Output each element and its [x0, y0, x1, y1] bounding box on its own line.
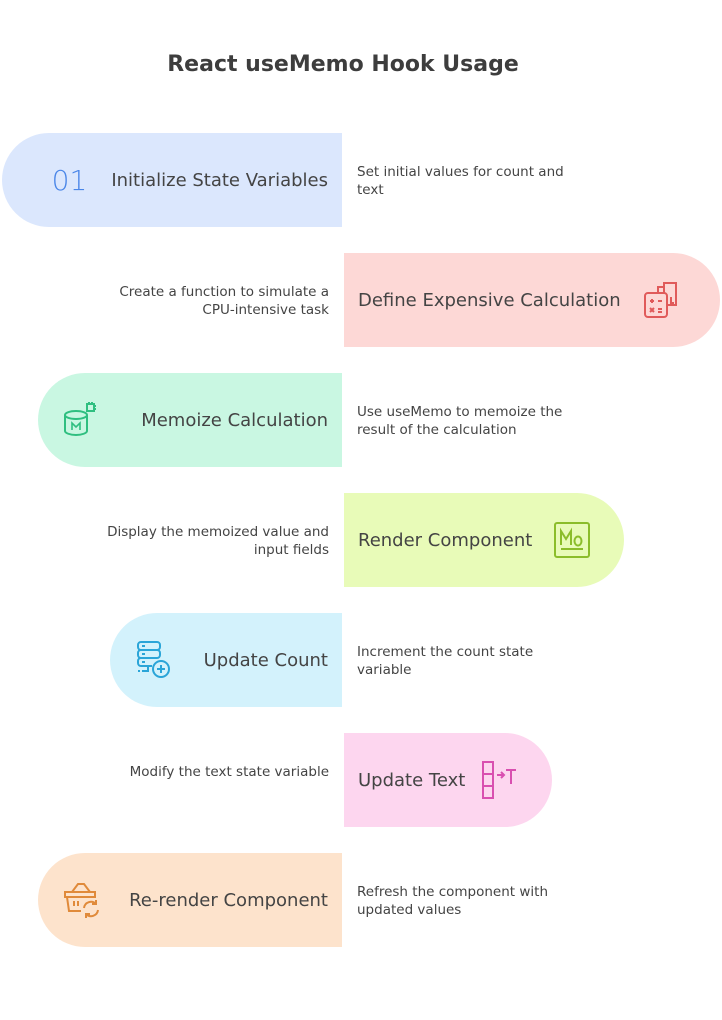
database-add-icon [134, 640, 174, 680]
step-label: Memoize Calculation [141, 409, 328, 431]
step-update-text: Update Text [344, 733, 552, 827]
memory-chip-icon [60, 400, 100, 440]
step-description: Display the memoized value and input fie… [107, 524, 329, 558]
step-label: Update Text [358, 769, 466, 791]
step-description: Refresh the component with updated value… [357, 884, 549, 918]
memo-display-icon [552, 520, 592, 560]
step-description: Create a function to simulate a CPU-inte… [119, 284, 329, 318]
step-label: Re-render Component [129, 889, 328, 911]
diagram-title: React useMemo Hook Usage [167, 52, 519, 77]
step-label: Define Expensive Calculation [358, 289, 621, 311]
basket-refresh-icon [62, 880, 102, 920]
step-initialize-state: 01 Initialize State Variables [2, 133, 342, 227]
step-label: Update Count [203, 649, 328, 671]
step-memoize-calculation: Memoize Calculation [38, 373, 342, 467]
step-description: Use useMemo to memoize the result of the… [357, 404, 563, 438]
step-render-component: Render Component [344, 493, 624, 587]
step-rerender-component: Re-render Component [38, 853, 342, 947]
step-description: Increment the count state variable [357, 644, 534, 678]
step-update-count: Update Count [110, 613, 342, 707]
step-define-calculation: Define Expensive Calculation [344, 253, 720, 347]
step-label: Render Component [358, 529, 533, 551]
text-input-icon [479, 760, 519, 800]
step-number: 01 [51, 163, 88, 197]
calculator-icon [641, 280, 681, 320]
step-description: Modify the text state variable [129, 764, 329, 780]
step-description: Set initial values for count and text [357, 164, 564, 198]
step-label: Initialize State Variables [111, 169, 328, 191]
